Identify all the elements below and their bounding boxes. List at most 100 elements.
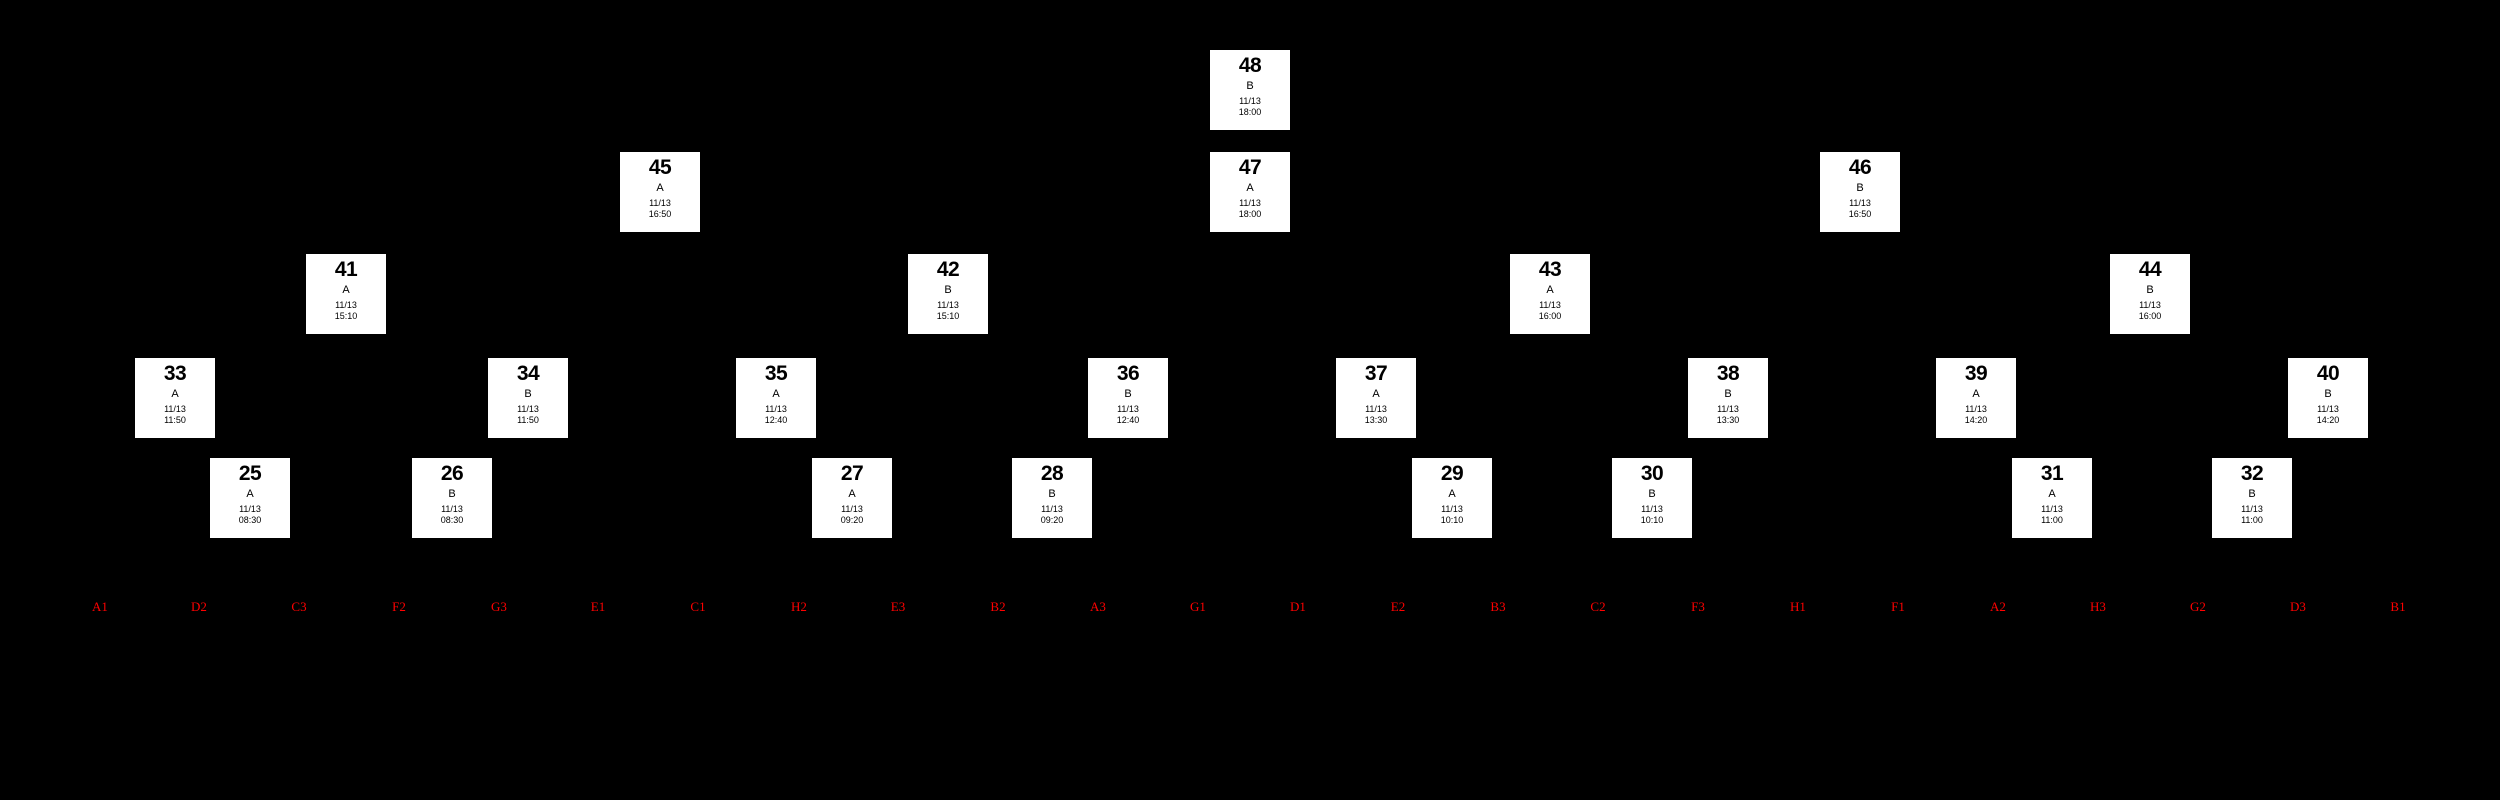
- match-number: 47: [1238, 156, 1262, 179]
- match-venue: A: [848, 488, 856, 500]
- seed-label[interactable]: G2: [2190, 599, 2206, 614]
- seed-label[interactable]: A1: [92, 599, 108, 614]
- match-venue: B: [448, 488, 456, 500]
- match-number: 35: [764, 362, 788, 385]
- match-venue: B: [1856, 182, 1864, 194]
- seed-label[interactable]: H3: [2090, 599, 2106, 614]
- match-date: 11/13: [1239, 198, 1261, 208]
- match-time: 09:20: [1040, 515, 1064, 525]
- match-venue: A: [1972, 388, 1980, 400]
- seed-label[interactable]: C3: [291, 599, 307, 614]
- match-number: 44: [2138, 258, 2162, 281]
- seed-label[interactable]: A3: [1090, 599, 1106, 614]
- match-date: 11/13: [1239, 96, 1261, 106]
- match-number: 29: [1440, 462, 1464, 485]
- match-time: 16:00: [1538, 311, 1562, 321]
- match-time: 13:30: [1364, 415, 1388, 425]
- seed-label[interactable]: F1: [1891, 599, 1905, 614]
- seed-label[interactable]: E2: [1390, 599, 1406, 614]
- match-number: 33: [163, 362, 187, 385]
- match-time: 15:10: [936, 311, 960, 321]
- seed-label[interactable]: C1: [690, 599, 706, 614]
- match-number: 42: [936, 258, 960, 281]
- match-number: 26: [440, 462, 464, 485]
- seed-label[interactable]: F2: [392, 599, 406, 614]
- match-date: 11/13: [1849, 198, 1871, 208]
- match-number: 41: [334, 258, 358, 281]
- match-date: 11/13: [765, 404, 787, 414]
- match-time: 16:00: [2138, 311, 2162, 321]
- match-time: 10:10: [1640, 515, 1664, 525]
- match-venue: B: [2324, 388, 2332, 400]
- seed-label[interactable]: B3: [1490, 599, 1506, 614]
- match-time: 11:00: [2041, 515, 2063, 525]
- seed-label[interactable]: B1: [2390, 599, 2406, 614]
- match-date: 11/13: [1717, 404, 1739, 414]
- match-date: 11/13: [2241, 504, 2263, 514]
- seed-label[interactable]: D2: [191, 599, 207, 614]
- seed-label[interactable]: H1: [1790, 599, 1806, 614]
- seed-label[interactable]: D3: [2290, 599, 2306, 614]
- seed-label[interactable]: E1: [590, 599, 606, 614]
- match-number: 34: [516, 362, 540, 385]
- match-number: 27: [840, 462, 864, 485]
- seed-label[interactable]: C2: [1590, 599, 1606, 614]
- match-time: 15:10: [334, 311, 358, 321]
- match-number: 36: [1116, 362, 1140, 385]
- seed-label[interactable]: A2: [1990, 599, 2006, 614]
- match-number: 28: [1040, 462, 1064, 485]
- match-date: 11/13: [1365, 404, 1387, 414]
- match-time: 18:00: [1238, 107, 1262, 117]
- match-venue: A: [1372, 388, 1380, 400]
- seed-label[interactable]: G1: [1190, 599, 1206, 614]
- seed-label[interactable]: E3: [890, 599, 906, 614]
- match-number: 31: [2040, 462, 2064, 485]
- match-time: 16:50: [1848, 209, 1872, 219]
- match-date: 11/13: [517, 404, 539, 414]
- match-date: 11/13: [1641, 504, 1663, 514]
- match-venue: A: [656, 182, 664, 194]
- match-number: 48: [1238, 54, 1262, 77]
- seed-label[interactable]: D1: [1290, 599, 1306, 614]
- match-date: 11/13: [937, 300, 959, 310]
- seed-label[interactable]: G3: [491, 599, 507, 614]
- match-number: 38: [1716, 362, 1740, 385]
- match-number: 45: [648, 156, 672, 179]
- match-date: 11/13: [2317, 404, 2339, 414]
- seed-label[interactable]: F3: [1691, 599, 1705, 614]
- match-venue: A: [1246, 182, 1254, 194]
- match-number: 25: [238, 462, 262, 485]
- seed-label[interactable]: H2: [791, 599, 807, 614]
- match-time: 09:20: [840, 515, 864, 525]
- match-venue: B: [2146, 284, 2154, 296]
- match-venue: A: [342, 284, 350, 296]
- match-number: 30: [1640, 462, 1664, 485]
- match-date: 11/13: [164, 404, 186, 414]
- match-venue: A: [2048, 488, 2056, 500]
- seed-label[interactable]: B2: [990, 599, 1006, 614]
